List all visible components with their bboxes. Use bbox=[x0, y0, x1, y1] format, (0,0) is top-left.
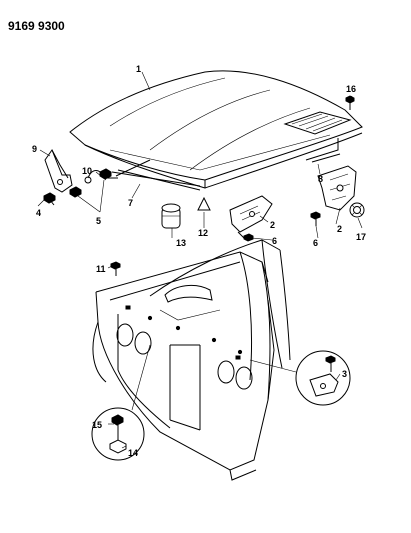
detail-leader-14 bbox=[131, 344, 151, 411]
hood-striker bbox=[305, 138, 339, 161]
clip-ring bbox=[84, 176, 92, 184]
latch-bolt-6 bbox=[243, 233, 254, 242]
detail-view-fastener bbox=[91, 407, 145, 461]
hood-prop-rod-bar bbox=[111, 171, 201, 187]
callout-4: 4 bbox=[36, 208, 41, 218]
callout-6-right: 6 bbox=[313, 238, 318, 248]
hood-stop bbox=[197, 196, 211, 211]
hood-latch-right bbox=[317, 165, 357, 211]
hood-latch-center bbox=[229, 195, 273, 233]
prop-rod-clip bbox=[87, 170, 118, 179]
detail-view-latch bbox=[295, 350, 351, 406]
callout-8: 8 bbox=[318, 174, 323, 184]
hood-striker-2 bbox=[311, 153, 341, 163]
callout-5: 5 bbox=[96, 216, 101, 226]
callout-12: 12 bbox=[198, 228, 208, 238]
hood-bumper bbox=[161, 203, 181, 229]
diagram-code: 9169 9300 bbox=[8, 19, 65, 33]
callout-16: 16 bbox=[346, 84, 356, 94]
hood-hinge-left bbox=[44, 148, 73, 193]
callout-11: 11 bbox=[96, 264, 106, 274]
radiator-support bbox=[92, 239, 291, 481]
callout-14: 14 bbox=[128, 448, 138, 458]
callout-10: 10 bbox=[82, 166, 92, 176]
callout-6-center: 6 bbox=[272, 236, 277, 246]
callout-7: 7 bbox=[128, 198, 133, 208]
hood-screw bbox=[345, 95, 355, 110]
callout-15: 15 bbox=[92, 420, 102, 430]
hinge-bolt-5a bbox=[69, 186, 82, 198]
hinge-bolt-5b bbox=[99, 168, 112, 180]
latch-grommet bbox=[349, 202, 365, 218]
callout-2-center: 2 bbox=[270, 220, 275, 230]
callout-17: 17 bbox=[356, 232, 366, 242]
support-bolt-11 bbox=[110, 261, 121, 276]
leader-lines bbox=[37, 71, 363, 449]
hood-panel bbox=[69, 70, 363, 189]
callout-2-right: 2 bbox=[337, 224, 342, 234]
hinge-bolt-4 bbox=[43, 192, 56, 206]
callout-9: 9 bbox=[32, 144, 37, 154]
callout-3: 3 bbox=[342, 369, 347, 379]
detail-leader-3 bbox=[249, 359, 297, 373]
latch-bolt-6b bbox=[310, 211, 321, 226]
callout-1: 1 bbox=[136, 64, 141, 74]
callout-13: 13 bbox=[176, 238, 186, 248]
